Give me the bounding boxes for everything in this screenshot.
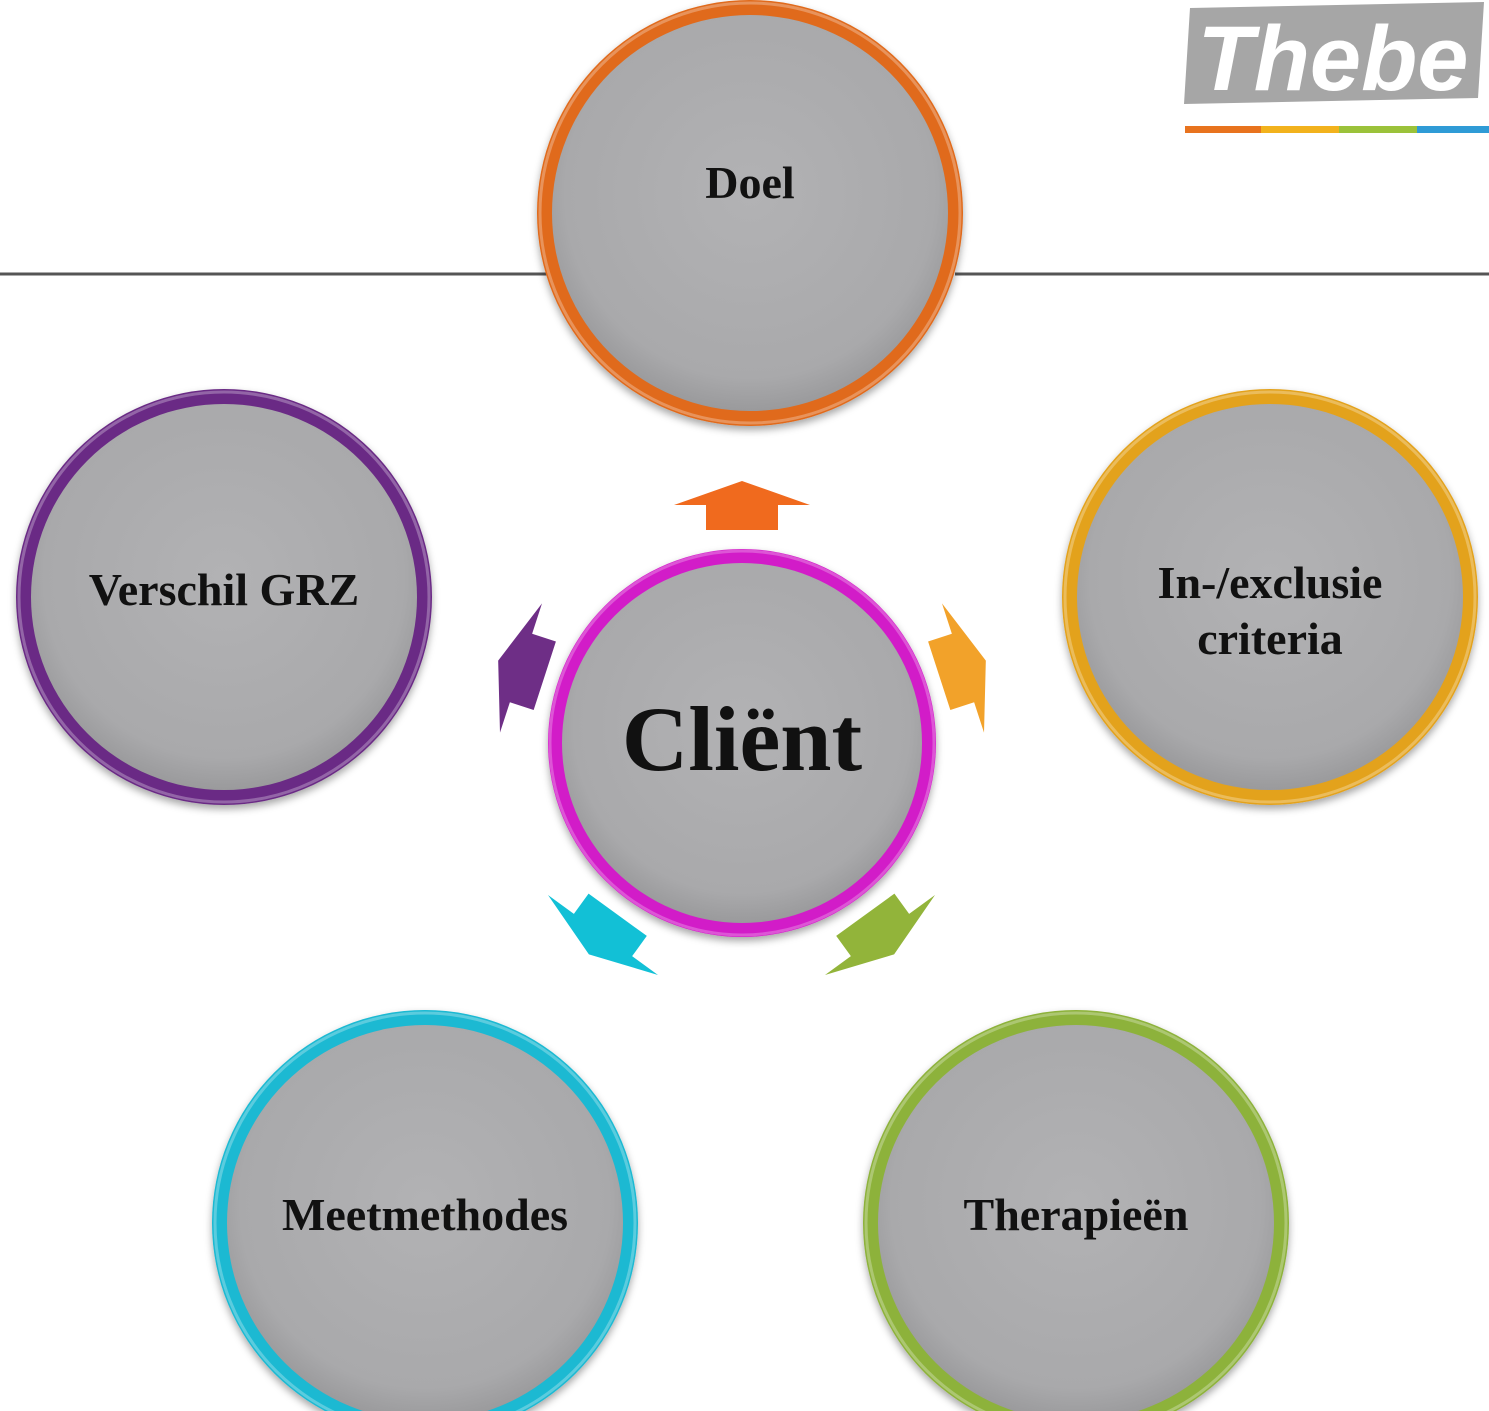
node-label-line: Verschil GRZ [89, 564, 359, 615]
node-ring-highlight [213, 1011, 637, 1411]
arrows-group [498, 481, 986, 975]
arrow-down-right-icon [824, 893, 936, 975]
node-ring-highlight [1063, 390, 1477, 804]
node-ring-highlight [538, 1, 962, 425]
arrow-up-right-icon [928, 603, 986, 733]
center-ring-highlight [548, 549, 936, 937]
node-label-line: In-/exclusie [1158, 557, 1383, 608]
node-meetmethodes: Meetmethodes [212, 1010, 638, 1411]
node-verschil-grz: Verschil GRZ [16, 389, 432, 805]
center-node: Cliënt [548, 549, 936, 937]
node-doel: Doel [537, 0, 963, 426]
node-disc [1077, 404, 1463, 790]
node-disc [227, 1025, 623, 1411]
logo-stripe-3 [1339, 126, 1417, 133]
arrow-up-left-icon [498, 603, 556, 733]
center-label: Cliënt [622, 688, 863, 790]
logo-text: Thebe [1198, 8, 1469, 110]
logo-banner [1184, 2, 1484, 104]
node-ring-highlight [864, 1011, 1288, 1411]
center-disc [562, 563, 922, 923]
node-disc [878, 1025, 1274, 1411]
node-label-line: criteria [1197, 613, 1343, 664]
node-label-line: Doel [705, 157, 794, 208]
logo-stripe-2 [1261, 126, 1339, 133]
node-label-line: Therapieën [964, 1189, 1189, 1240]
logo-stripe-1 [1185, 126, 1261, 133]
logo-stripe-4 [1417, 126, 1489, 133]
node-therapieen: Therapieën [863, 1010, 1289, 1411]
node-label-line: Meetmethodes [282, 1189, 568, 1240]
node-ring-highlight [17, 390, 431, 804]
node-disc [552, 15, 948, 411]
thebe-logo: Thebe [1184, 2, 1489, 133]
arrow-up-icon [674, 481, 810, 530]
arrow-down-left-icon [547, 893, 659, 975]
node-disc [31, 404, 417, 790]
